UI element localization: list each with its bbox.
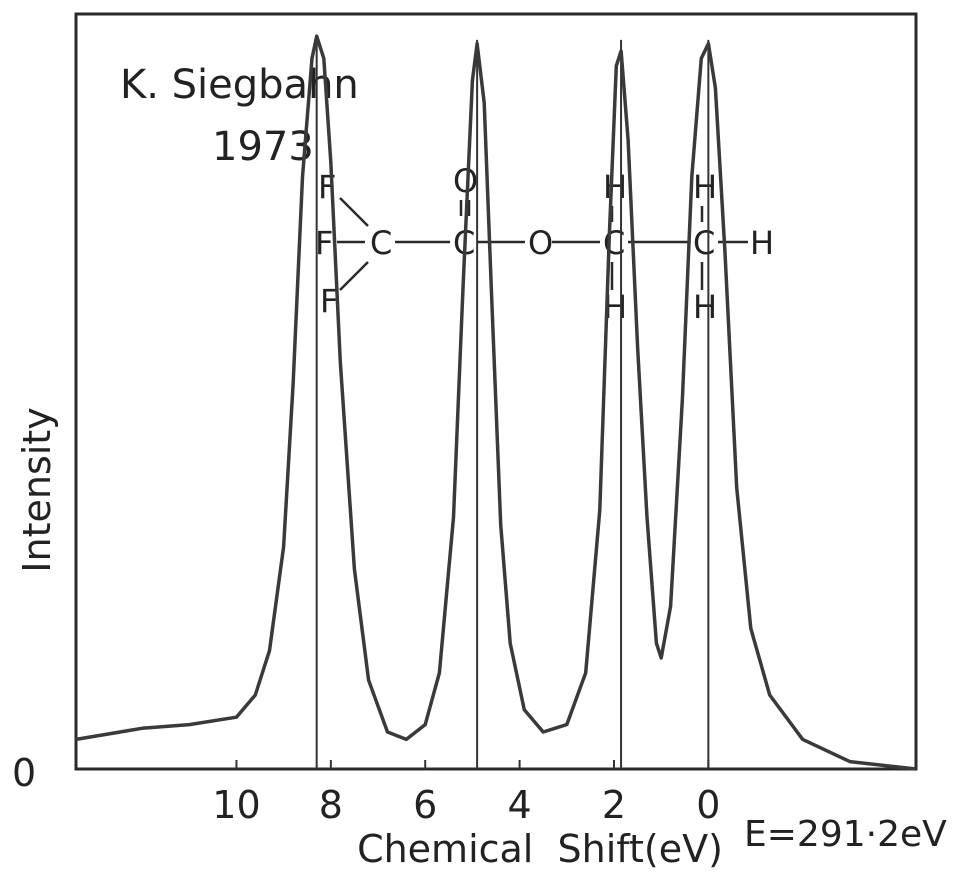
atom-f-middle: F [315,224,333,262]
spectrum-line-0 [75,34,917,771]
molecule-structure: F F F C C O O C H H C H H H [315,162,774,326]
atom-c-methyl: C [693,224,715,262]
y-tick-label-0: 0 [12,751,36,795]
atom-h-methyl-right: H [750,224,774,262]
atom-h-methyl-bottom: H [693,288,717,326]
series-layer [75,34,917,771]
plot-frame [74,12,918,771]
x-tick-label-5: 0 [696,783,720,827]
author-label: K. Siegbahn [120,62,359,108]
peak-markers [315,39,710,769]
x-tick-label-3: 4 [508,783,532,827]
x-tick-label-1: 8 [319,783,343,827]
atom-h-methyl-top: H [693,168,717,206]
energy-label: E=291·2eV [744,814,947,855]
x-axis-label: Chemical Shift(eV) [357,827,723,871]
x-tick-label-2: 6 [413,783,437,827]
atom-f-bottom: F [320,282,338,320]
year-label: 1973 [212,124,314,170]
atom-h-methylene-top: H [603,168,627,206]
atom-c-cf3: C [370,224,392,262]
x-tick-label-0: 10 [212,783,260,827]
atom-o-ester: O [528,224,553,262]
x-ticks: 10 8 6 4 2 0 [212,760,720,827]
y-axis-label: Intensity [15,407,59,572]
x-tick-label-4: 2 [602,783,626,827]
